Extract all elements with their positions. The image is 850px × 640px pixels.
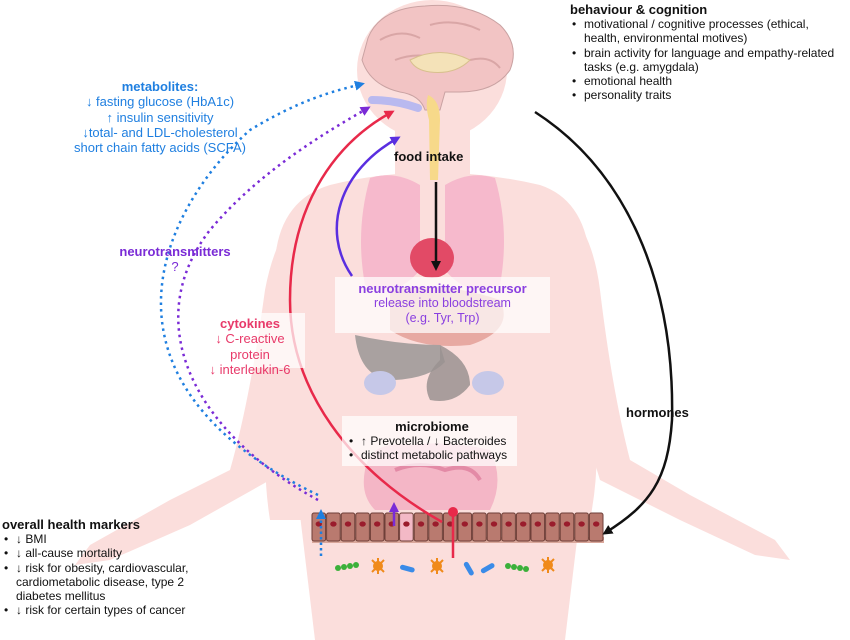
precursor-line2: (e.g. Tyr, Trp) xyxy=(405,311,480,326)
cytokines-lines: ↓ C-reactive protein↓ interleukin-6 xyxy=(195,331,305,377)
food-intake-label: food intake xyxy=(394,149,464,164)
microbiome-title: microbiome xyxy=(395,419,469,434)
metabolites-block: metabolites: ↓ fasting glucose (HbA1c)↑ … xyxy=(55,79,265,156)
precursor-title: neurotransmitter precursor xyxy=(358,281,527,296)
metabolites-lines: ↓ fasting glucose (HbA1c)↑ insulin sensi… xyxy=(55,94,265,155)
bacteria-spiky-3 xyxy=(541,557,555,573)
epithelial-cell xyxy=(442,512,458,542)
bacteria-rod-3 xyxy=(480,563,495,574)
behaviour-item-2: brain activity for language and empathy-… xyxy=(572,46,845,74)
behaviour-list: motivational / cognitive processes (ethi… xyxy=(570,17,845,102)
bacteria-chain-2 xyxy=(505,563,529,572)
brain xyxy=(361,4,514,180)
immune-cell xyxy=(448,507,458,517)
cell-nucleus xyxy=(549,521,556,527)
health-title: overall health markers xyxy=(2,517,141,532)
health-item-1: ↓ BMI xyxy=(4,532,232,546)
cell-nucleus xyxy=(593,521,600,527)
bacteria-chain-1 xyxy=(335,562,359,571)
behaviour-item-1: motivational / cognitive processes (ethi… xyxy=(572,17,845,45)
epithelial-cell xyxy=(355,512,370,542)
cytokines-arrow xyxy=(288,110,443,524)
metabolites-line-3: ↓total- and LDL-cholesterol xyxy=(82,124,238,140)
health-block: overall health markers ↓ BMI↓ all-cause … xyxy=(2,517,232,617)
epithelial-cell xyxy=(530,512,546,542)
health-item-3: ↓ risk for obesity, cardiovascular, card… xyxy=(4,561,232,603)
precursor-arrow xyxy=(335,136,401,277)
behaviour-title: behaviour & cognition xyxy=(570,2,708,17)
cell-nucleus xyxy=(490,521,498,527)
epithelial-cell xyxy=(559,512,575,542)
cytokines-block: cytokines ↓ C-reactive protein↓ interleu… xyxy=(195,316,305,377)
epithelial-cell xyxy=(384,512,400,542)
metabolites-line-4: short chain fatty acids (SCFA) xyxy=(74,140,246,156)
cytokines-line-1: ↓ C-reactive protein xyxy=(215,331,285,362)
cell-nucleus xyxy=(374,521,381,527)
cell-nucleus xyxy=(432,521,439,527)
cell-nucleus xyxy=(330,521,337,527)
cytokines-backdrop xyxy=(195,313,305,368)
health-list: ↓ BMI↓ all-cause mortality↓ risk for obe… xyxy=(2,532,232,617)
metabolites-line-1: ↓ fasting glucose (HbA1c) xyxy=(85,94,235,110)
behaviour-item-4: personality traits xyxy=(572,88,845,102)
health-item-4: ↓ risk for certain types of cancer xyxy=(4,603,232,617)
epithelial-cell xyxy=(588,512,604,542)
behaviour-item-3: emotional health xyxy=(572,74,845,88)
epithelial-cell xyxy=(501,512,516,542)
microbiome-item-1: ↑ Prevotella / ↓ Bacteroides xyxy=(349,434,517,448)
cell-nucleus xyxy=(563,521,571,527)
cell-nucleus xyxy=(534,521,541,527)
cell-nucleus xyxy=(476,521,483,527)
cytokines-title: cytokines xyxy=(220,316,280,331)
precursor-line1: release into bloodstream xyxy=(374,296,511,311)
hormones-label: hormones xyxy=(626,405,689,420)
bacteria-spiky-2 xyxy=(430,558,444,574)
epithelial-cell xyxy=(486,512,502,542)
epithelial-cell xyxy=(574,512,589,542)
cytokines-line-2: ↓ interleukin-6 xyxy=(209,361,291,377)
microbiome-item-2: distinct metabolic pathways xyxy=(349,448,517,462)
epithelial-cell xyxy=(326,512,341,542)
cell-nucleus xyxy=(461,521,468,527)
metabolites-line-2: ↑ insulin sensitivity xyxy=(106,109,214,125)
epithelial-cell xyxy=(515,512,531,542)
bacteria-spiky-1 xyxy=(371,558,385,574)
epithelial-cell xyxy=(545,512,560,542)
precursor-block: neurotransmitter precursor release into … xyxy=(335,281,550,326)
epithelial-cell xyxy=(399,512,414,542)
bacteria-rod-1 xyxy=(400,564,415,573)
gut-bacteria xyxy=(335,557,555,576)
cell-nucleus xyxy=(344,521,352,527)
epithelial-cell xyxy=(472,512,487,542)
cell-nucleus xyxy=(403,521,410,527)
neurotransmitters-arrow xyxy=(177,106,371,502)
cell-nucleus xyxy=(417,521,425,527)
behaviour-block: behaviour & cognition motivational / cog… xyxy=(570,2,845,102)
epithelial-cell xyxy=(311,512,327,542)
health-item-2: ↓ all-cause mortality xyxy=(4,546,232,560)
bacteria-rod-2 xyxy=(463,561,474,576)
precursor-backdrop xyxy=(335,277,550,333)
epithelial-cell xyxy=(369,512,385,542)
cell-nucleus xyxy=(505,521,512,527)
cell-nucleus xyxy=(520,521,527,527)
epithelial-cell xyxy=(413,512,429,542)
neurotransmitters-block: neurotransmitters ? xyxy=(100,244,250,275)
cell-nucleus xyxy=(359,521,366,527)
neurotransmitters-value: ? xyxy=(171,259,179,275)
neurotransmitters-title: neurotransmitters xyxy=(119,244,231,259)
metabolites-arrow xyxy=(159,80,365,497)
cell-nucleus xyxy=(578,521,585,527)
metabolites-title: metabolites: xyxy=(121,79,199,94)
arrows xyxy=(159,80,674,558)
epithelial-cell xyxy=(340,512,356,542)
gut-epithelium xyxy=(311,512,604,543)
hormones-arrow xyxy=(534,110,674,535)
microbiome-block: microbiome ↑ Prevotella / ↓ Bacteroidesd… xyxy=(347,419,517,463)
epithelial-cell xyxy=(457,512,473,542)
microbiome-list: ↑ Prevotella / ↓ Bacteroidesdistinct met… xyxy=(347,434,517,462)
